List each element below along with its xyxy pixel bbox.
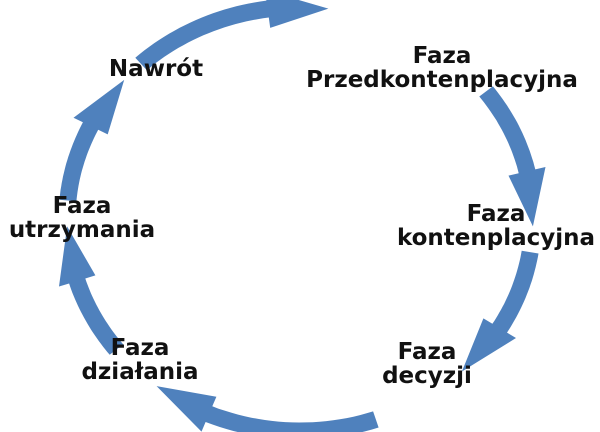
arrow-maintenance-to-relapse — [59, 79, 125, 202]
arrow-contemplation-to-decision — [461, 250, 539, 372]
arrow-relapse-to-precontemplation — [135, 0, 329, 71]
cycle-arrows — [59, 0, 546, 432]
stage-label-decision-line-1: Faza — [397, 339, 457, 365]
stage-label-precontemplation-line-1: Faza — [412, 43, 472, 69]
stage-label-contemplation-line-1: Faza — [466, 201, 526, 227]
stage-label-decision: Faza decyzji — [372, 340, 482, 388]
arrow-decision-to-action — [156, 386, 379, 432]
stage-label-maintenance-line-1: Faza — [52, 193, 112, 219]
stage-label-contemplation-line-2: kontenplacyjna — [396, 225, 596, 251]
stage-label-decision-line-2: decyzji — [382, 363, 472, 389]
stage-label-contemplation: Faza kontenplacyjna — [396, 202, 596, 250]
stage-label-precontemplation: Faza Przedkontenplacyjna — [305, 44, 579, 92]
stage-label-action-line-2: działania — [81, 359, 199, 385]
stage-label-relapse-line-1: Nawrót — [108, 56, 204, 82]
stage-label-action: Faza działania — [70, 336, 210, 384]
stage-label-maintenance: Faza utrzymania — [2, 194, 162, 242]
stage-label-action-line-1: Faza — [110, 335, 170, 361]
arrow-action-to-maintenance — [59, 226, 124, 355]
stage-label-maintenance-line-2: utrzymania — [8, 217, 156, 243]
stage-label-relapse: Nawrót — [86, 57, 226, 81]
arrow-precontemplation-to-contemplation — [479, 86, 546, 227]
stage-label-precontemplation-line-2: Przedkontenplacyjna — [306, 67, 578, 93]
